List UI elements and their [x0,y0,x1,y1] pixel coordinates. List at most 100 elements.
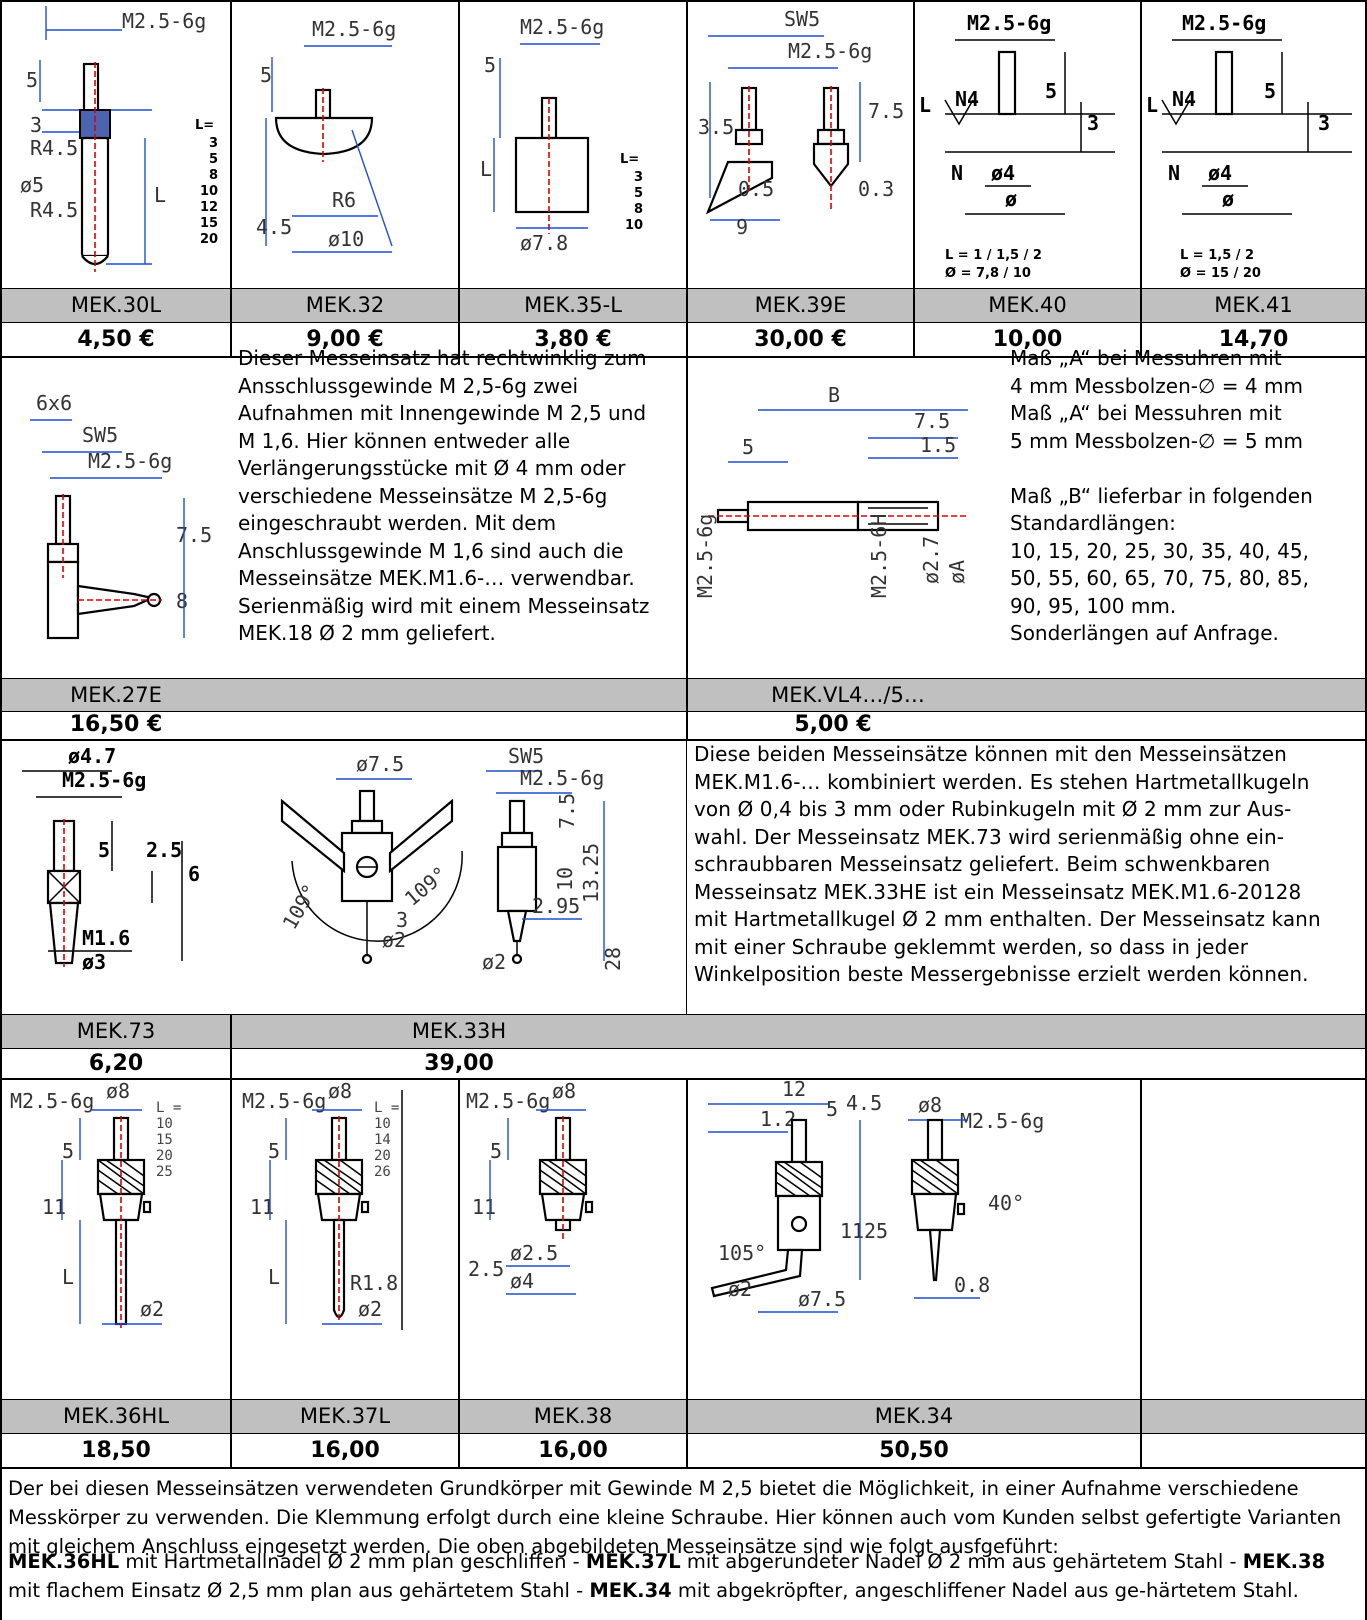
product-price: 4,50 € [77,327,155,352]
svg-text:0.3: 0.3 [858,177,894,201]
product-name: MEK.41 [1214,293,1293,317]
svg-text:M2.5-6g: M2.5-6g [242,1089,326,1113]
svg-text:SW5: SW5 [784,7,820,31]
product-price: 14,70 [1218,327,1289,352]
svg-text:R6: R6 [332,188,356,212]
product-name: MEK.73 [76,1019,156,1043]
svg-text:ø2: ø2 [358,1297,382,1321]
svg-text:28: 28 [601,947,625,971]
product-price: 30,00 € [754,327,847,352]
svg-text:40°: 40° [988,1191,1024,1215]
svg-text:ø2.5: ø2.5 [510,1241,558,1265]
svg-text:M1.6: M1.6 [82,926,130,950]
svg-text:4.5: 4.5 [256,215,292,239]
product-name: MEK.30L [70,293,162,317]
svg-text:N4: N4 [955,87,979,111]
mek73-drawing: ø4.7 M2.5-6g 5 2.5 6 M1.6 ø3 [22,744,200,974]
svg-text:SW5: SW5 [82,423,118,447]
svg-text:L: L [62,1265,74,1289]
svg-text:3.5: 3.5 [698,115,734,139]
svg-text:ø2: ø2 [482,950,506,974]
detail-code: MEK.36HL [8,1550,120,1573]
mek37l-drawing: M2.5-6g ø8 5 11 L R1.8 ø2 [242,1079,403,1330]
svg-text:5: 5 [490,1139,502,1163]
svg-text:12: 12 [782,1077,806,1101]
svg-text:R4.5: R4.5 [30,198,78,222]
svg-text:ø4.7: ø4.7 [68,744,116,768]
mek30l-l-header: L= [195,118,215,133]
product-name: MEK.33H [411,1019,507,1043]
svg-text:ø8: ø8 [918,1093,942,1117]
mek36hl-drawing: M2.5-6g ø8 5 11 L ø2 [10,1079,164,1328]
mek35l-drawing: M2.5-6g 5 L ø7.8 [480,15,604,255]
svg-text:ø8: ø8 [328,1079,352,1103]
svg-text:M2.5-6g: M2.5-6g [788,39,872,63]
svg-text:5: 5 [260,63,272,87]
svg-text:N: N [951,161,963,185]
svg-text:ø5: ø5 [20,173,44,197]
product-name: MEK.36HL [62,1404,170,1428]
product-price: 39,00 [424,1051,494,1076]
svg-text:ø7.5: ø7.5 [356,752,404,776]
product-price: 9,00 € [306,327,384,352]
svg-text:ø8: ø8 [552,1079,576,1103]
svg-text:0.5: 0.5 [738,177,774,201]
svg-text:M2.5-6g: M2.5-6g [10,1089,94,1113]
svg-text:105°: 105° [718,1241,766,1265]
svg-text:M2.5-6g: M2.5-6g [1182,11,1266,35]
svg-text:5: 5 [1264,79,1276,103]
svg-text:109°: 109° [278,880,323,934]
svg-text:25: 25 [864,1219,888,1243]
product-name: MEK.38 [533,1404,613,1428]
svg-text:7.5: 7.5 [555,793,579,829]
product-name: MEK.40 [988,293,1067,317]
svg-text:3: 3 [1087,111,1099,135]
svg-text:M2.5-6g: M2.5-6g [88,449,172,473]
svg-text:B: B [828,383,840,407]
svg-text:3: 3 [30,113,42,137]
svg-text:M2.5-6g: M2.5-6g [312,17,396,41]
svg-text:M2.5-6g: M2.5-6g [960,1109,1044,1133]
dim-label: M2.5-6g [122,9,206,33]
svg-text:ø10: ø10 [328,227,364,251]
svg-text:5: 5 [26,68,38,92]
svg-text:5: 5 [1045,79,1057,103]
svg-text:0.8: 0.8 [954,1273,990,1297]
svg-text:109°: 109° [400,861,452,910]
mek41-note-d: Ø = 15 / 20 [1180,266,1261,281]
svg-text:3: 3 [396,908,408,932]
product-name: MEK.32 [305,293,385,317]
svg-text:5: 5 [484,53,496,77]
mek40-drawing: M2.5-6g L N4 5 3 N ø4 ø [919,11,1115,215]
svg-text:ø7.5: ø7.5 [798,1287,846,1311]
svg-text:L: L [1146,93,1158,117]
footer-details: MEK.36HL mit Hartmetallnadel Ø 2 mm plan… [8,1550,1326,1602]
svg-text:R1.8: R1.8 [350,1271,398,1295]
svg-text:ø2: ø2 [140,1297,164,1321]
product-price: 5,00 € [794,712,872,737]
svg-text:5: 5 [268,1139,280,1163]
svg-text:SW5: SW5 [508,744,544,768]
mek41-note-l: L = 1,5 / 2 [1180,248,1255,263]
svg-text:6x6: 6x6 [36,391,72,415]
product-price: 16,50 € [69,712,163,737]
detail-code: MEK.34 [589,1579,672,1602]
svg-text:M2.5-6g: M2.5-6g [520,766,604,790]
svg-text:M2.5-6g: M2.5-6g [466,1089,550,1113]
svg-text:ø8: ø8 [106,1079,130,1103]
mek40-note-d: Ø = 7,8 / 10 [945,266,1031,281]
svg-text:ø2: ø2 [382,928,406,952]
mek39e-drawing: SW5 M2.5-6g 3.5 0.5 9 7.5 0.3 [698,7,904,239]
svg-text:13.25: 13.25 [579,843,603,903]
product-price: 3,80 € [534,327,612,352]
svg-text:7.5: 7.5 [914,409,950,433]
svg-text:L: L [480,157,492,181]
mekvl-drawing: B 7.5 1.5 5 M2.5-6g M2.5-6H ø2.7 øA [693,383,969,598]
mek30l-drawing: M2.5-6g 5 3 R4.5 ø5 R4.5 L [20,6,206,272]
svg-text:N4: N4 [1172,87,1196,111]
